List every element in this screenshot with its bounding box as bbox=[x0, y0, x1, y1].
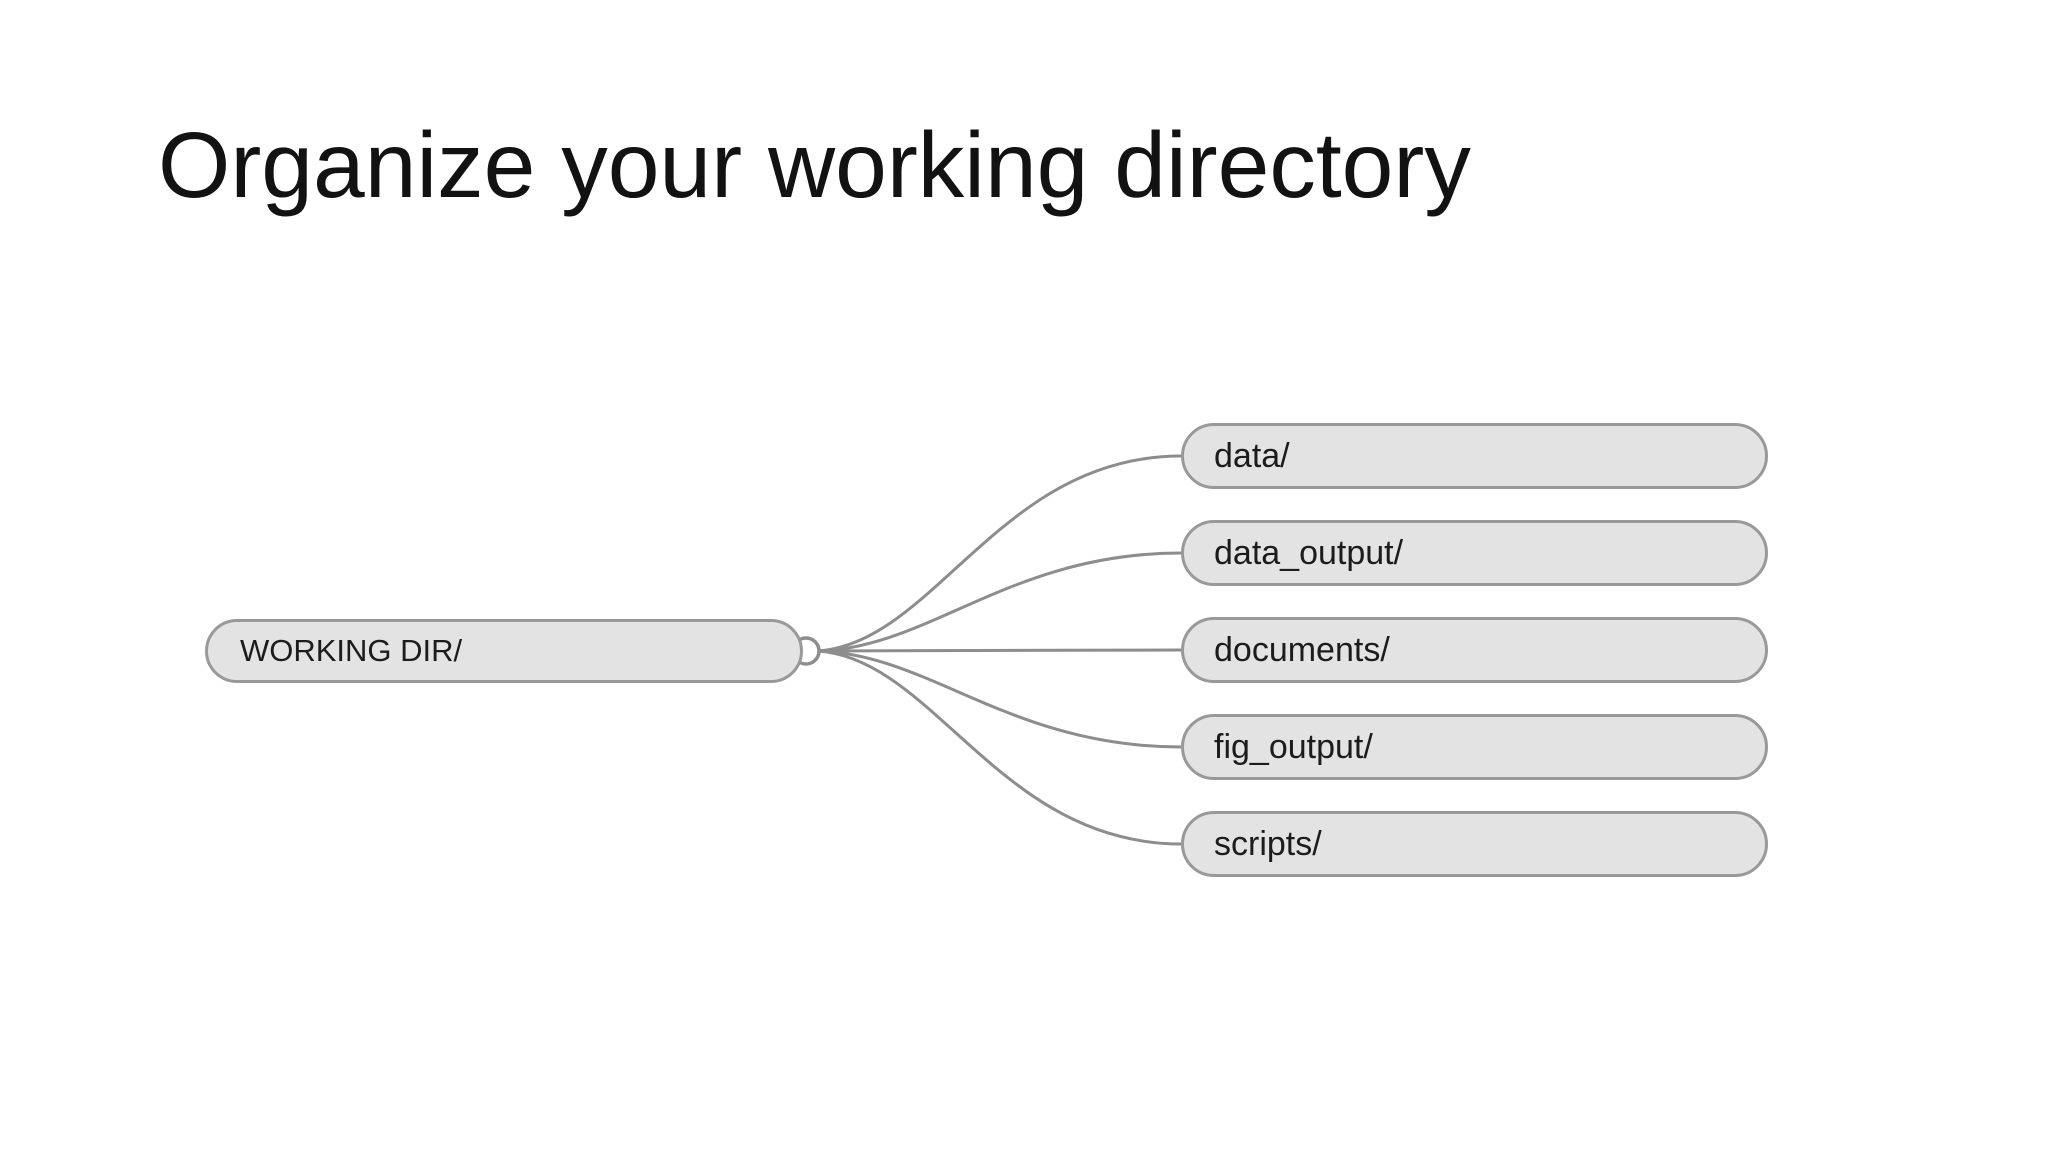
slide-title: Organize your working directory bbox=[158, 113, 1471, 217]
child-node-documents: documents/ bbox=[1181, 617, 1768, 683]
connector-path-fig-output bbox=[817, 649, 1182, 749]
child-node-label: data_output/ bbox=[1214, 533, 1404, 572]
connector-path-data-output bbox=[817, 551, 1182, 653]
child-node-label: fig_output/ bbox=[1214, 727, 1373, 766]
child-node-label: scripts/ bbox=[1214, 824, 1322, 863]
child-node-scripts: scripts/ bbox=[1181, 811, 1768, 877]
root-node-working-dir: WORKING DIR/ bbox=[205, 619, 803, 683]
root-node-label: WORKING DIR/ bbox=[240, 633, 463, 668]
child-node-data: data/ bbox=[1181, 423, 1768, 489]
child-node-label: documents/ bbox=[1214, 630, 1390, 669]
connector-path-data bbox=[817, 454, 1182, 653]
child-node-data-output: data_output/ bbox=[1181, 520, 1768, 586]
child-node-label: data/ bbox=[1214, 436, 1290, 475]
connector-path-documents bbox=[817, 648, 1182, 653]
connector-path-scripts bbox=[817, 649, 1182, 846]
child-node-fig-output: fig_output/ bbox=[1181, 714, 1768, 780]
